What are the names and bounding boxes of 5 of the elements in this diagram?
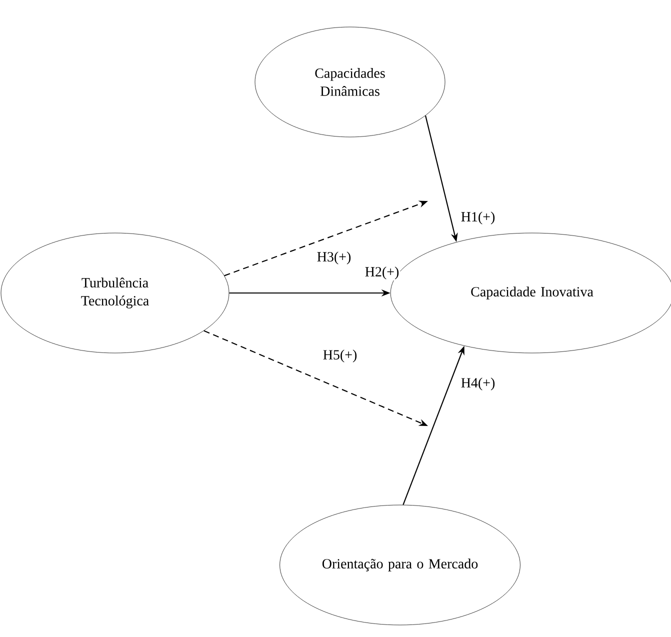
edge-label: H5(+)	[322, 348, 358, 364]
edge-label: H1(+)	[460, 210, 496, 226]
edge-label: H2(+)	[364, 266, 400, 280]
edge-label: H4(+)	[460, 376, 496, 392]
edge-label: H3(+)	[316, 250, 352, 266]
